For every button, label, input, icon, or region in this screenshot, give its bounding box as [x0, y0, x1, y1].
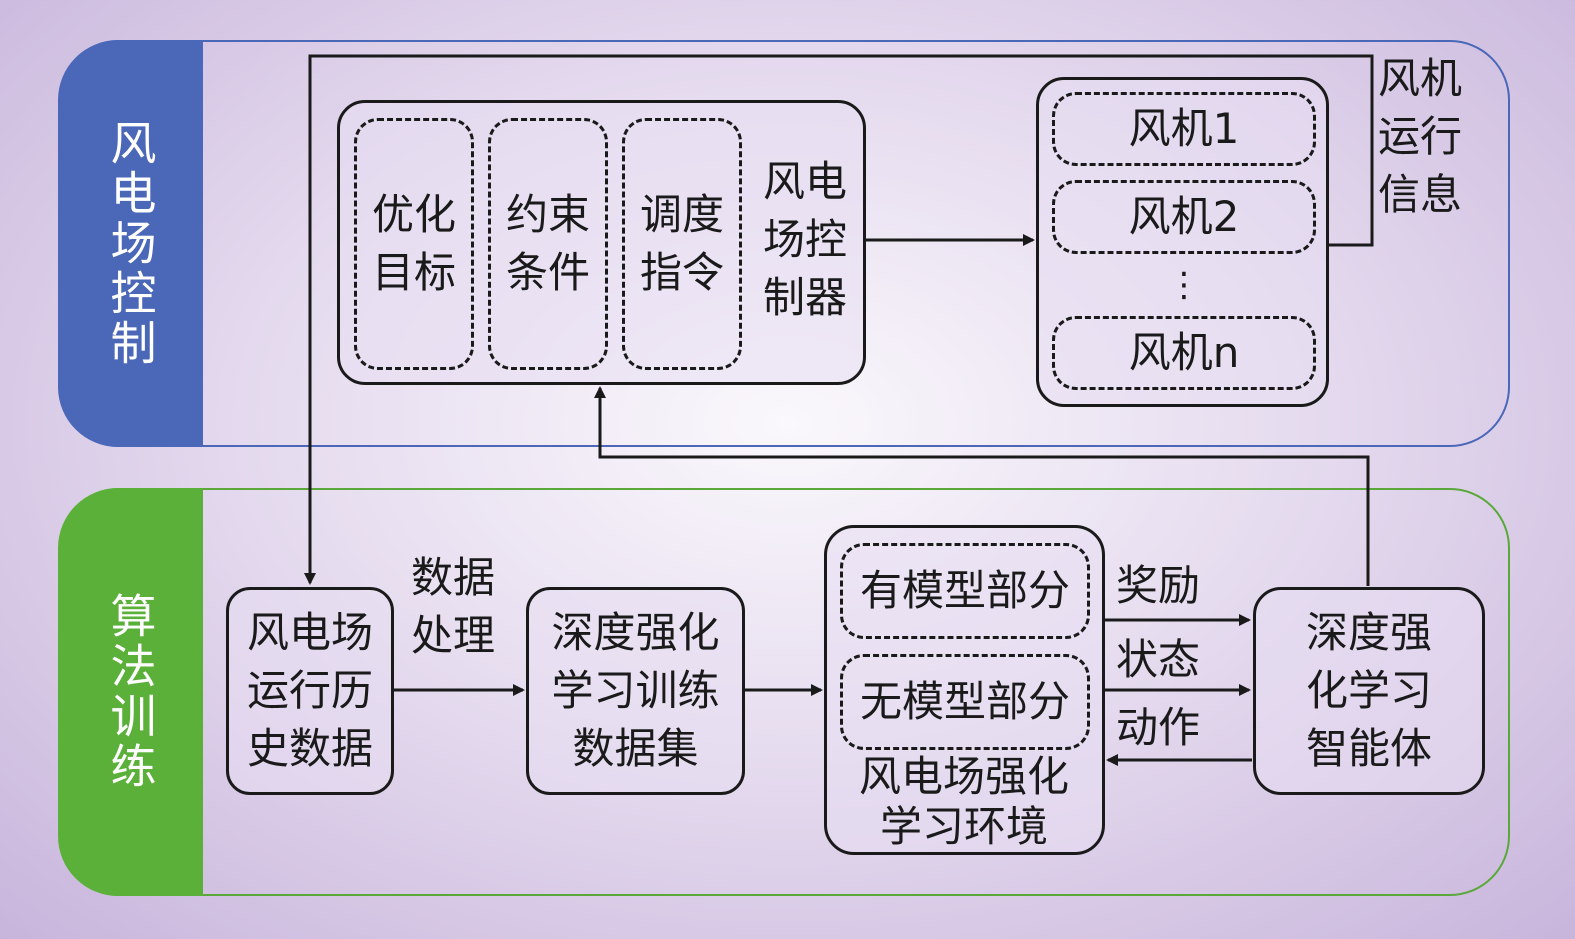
turbine-info-label: 风机 运行 信息 — [1378, 54, 1463, 219]
control-lane-label: 风电场控制 — [58, 40, 203, 447]
objective-label: 优化 目标 — [371, 190, 456, 297]
controller-item-objective: 优化 目标 — [354, 118, 474, 370]
model-based-label: 有模型部分 — [859, 566, 1070, 616]
agent-box: 深度强 化学习 智能体 — [1253, 587, 1485, 795]
training-lane-label: 算法训练 — [58, 488, 203, 896]
environment-label: 风电场强化 学习环境 — [858, 751, 1069, 851]
controller-item-dispatch: 调度 指令 — [622, 118, 742, 370]
state-label: 状态 — [1115, 635, 1200, 685]
dispatch-label: 调度 指令 — [639, 190, 724, 297]
turbine-ellipsis: ⋮ — [1167, 264, 1201, 305]
turbine-item-1: 风机1 — [1052, 92, 1316, 166]
turbines-box — [1036, 77, 1329, 407]
action-label: 动作 — [1115, 703, 1200, 753]
controller-item-constraints: 约束 条件 — [488, 118, 608, 370]
training-dataset-box: 深度强化 学习训练 数据集 — [526, 587, 745, 795]
model-free-label: 无模型部分 — [859, 677, 1070, 727]
env-part-model-based: 有模型部分 — [840, 543, 1090, 639]
turbine-item-2: 风机2 — [1052, 180, 1316, 254]
reward-label: 奖励 — [1115, 561, 1200, 611]
environment-box — [824, 525, 1105, 855]
arrow-agent-to-controller — [594, 386, 1370, 586]
turbine-item-n: 风机n — [1052, 316, 1316, 390]
turbine-1-label: 风机1 — [1128, 104, 1240, 154]
history-data-box: 风电场 运行历 史数据 — [226, 587, 394, 795]
controller-box — [337, 100, 866, 385]
processing-label: 数据 处理 — [410, 553, 495, 660]
constraints-label: 约束 条件 — [505, 190, 590, 297]
arrow-turbine-info-to-history — [304, 54, 1374, 585]
turbine-2-label: 风机2 — [1128, 192, 1240, 242]
env-part-model-free: 无模型部分 — [840, 654, 1090, 750]
controller-label: 风电 场控 制器 — [762, 157, 847, 322]
turbine-n-label: 风机n — [1128, 328, 1240, 378]
